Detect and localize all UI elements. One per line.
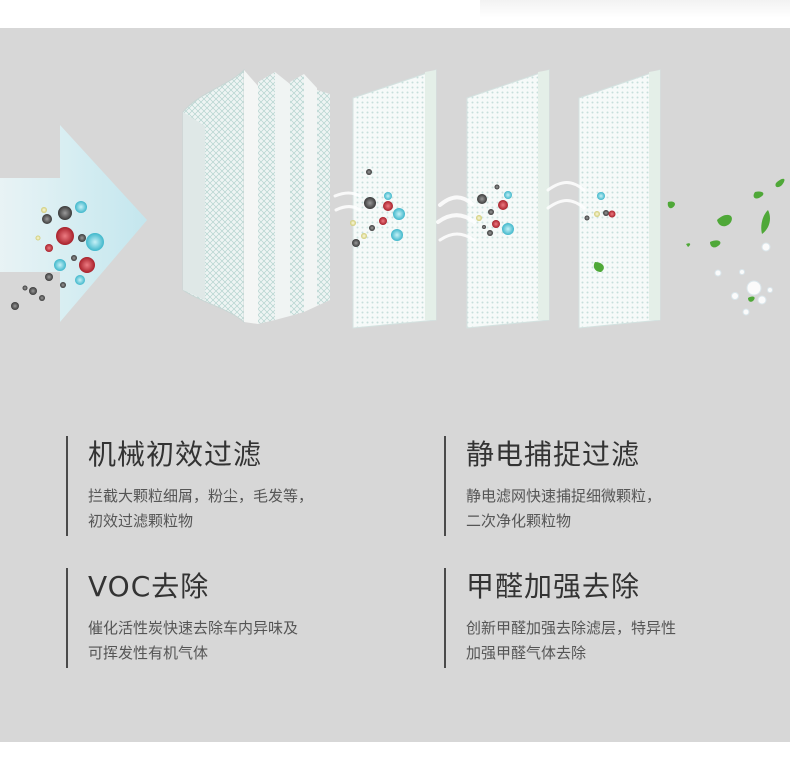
desc-line: 初效过滤颗粒物 — [88, 512, 194, 530]
feature-desc: 拦截大颗粒细屑，粉尘，毛发等， 初效过滤颗粒物 — [88, 484, 398, 534]
desc-line: 加强甲醛气体去除 — [466, 644, 587, 662]
filter-illustration — [0, 68, 785, 329]
electrostatic-filter — [352, 69, 437, 329]
pleated-filter — [182, 68, 330, 324]
desc-line: 催化活性炭快速去除车内异味及 — [88, 619, 299, 637]
desc-line: 可挥发性有机气体 — [88, 644, 209, 662]
mid-particles-3 — [584, 192, 616, 221]
desc-line: 二次净化颗粒物 — [466, 512, 572, 530]
clean-air-bubbles — [714, 242, 773, 316]
feature-formaldehyde: 甲醛加强去除 创新甲醛加强去除滤层，特异性 加强甲醛气体去除 — [444, 568, 774, 668]
feature-title: 机械初效过滤 — [88, 438, 263, 471]
feature-voc: VOC去除 催化活性炭快速去除车内异味及 可挥发性有机气体 — [66, 568, 396, 668]
desc-line: 拦截大颗粒细屑，粉尘，毛发等， — [88, 487, 314, 505]
desc-line: 创新甲醛加强去除滤层，特异性 — [466, 619, 677, 637]
desc-line: 静电滤网快速捕捉细微颗粒， — [466, 487, 662, 505]
feature-mechanical: 机械初效过滤 拦截大颗粒细屑，粉尘，毛发等， 初效过滤颗粒物 — [66, 436, 396, 536]
airflow-arrow — [0, 125, 147, 322]
mid-particles-2 — [476, 184, 514, 236]
formaldehyde-filter — [578, 69, 661, 329]
feature-title: 甲醛加强去除 — [466, 570, 641, 603]
feature-desc: 静电滤网快速捕捉细微颗粒， 二次净化颗粒物 — [466, 484, 776, 534]
airflow-swoosh — [333, 181, 586, 242]
top-shadow — [480, 0, 790, 18]
mid-particles-1 — [350, 169, 405, 247]
feature-electrostatic: 静电捕捉过滤 静电滤网快速捕捉细微颗粒， 二次净化颗粒物 — [444, 436, 774, 536]
feature-title: VOC去除 — [88, 570, 210, 603]
feature-desc: 催化活性炭快速去除车内异味及 可挥发性有机气体 — [88, 616, 398, 666]
feature-desc: 创新甲醛加强去除滤层，特异性 加强甲醛气体去除 — [466, 616, 776, 666]
clean-air-leaves — [593, 178, 785, 302]
feature-title: 静电捕捉过滤 — [466, 438, 641, 471]
incoming-particles — [11, 201, 104, 310]
